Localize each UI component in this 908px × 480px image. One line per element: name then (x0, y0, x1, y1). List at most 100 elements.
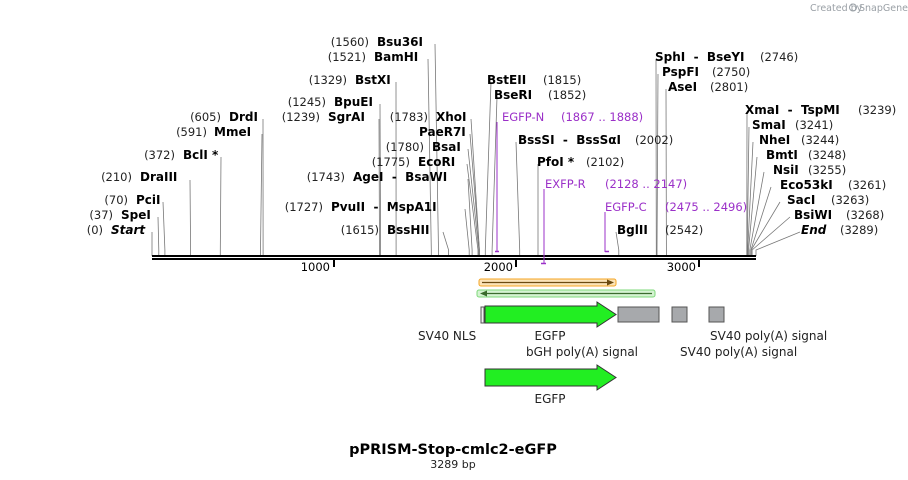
site-leader-line (656, 73, 659, 256)
site-leader-line (464, 208, 470, 256)
feature-label-egfp-2: EGFP (534, 392, 565, 406)
site-name-asei: AseI (668, 80, 697, 94)
plasmid-length: 3289 bp (430, 458, 475, 471)
primer-exfp-r-range: (2128 .. 2147) (605, 177, 687, 191)
feature-label-sv40-polya-1: SV40 poly(A) signal (710, 329, 827, 343)
site-pos-bstxi: (1329) (309, 73, 347, 87)
site-name-bsai: BsaI (432, 140, 461, 154)
feature-bgh-polya (617, 306, 660, 323)
site-pos-bcli: (372) (144, 148, 175, 162)
site-name-bamhi: BamHI (374, 50, 418, 64)
site-pos-bsssi: (2002) (635, 133, 673, 147)
primer-egfp-c-label: EGFP-C (605, 200, 647, 214)
site-name-spei: SpeI (121, 208, 151, 222)
site-name-bsssi: BssSI - BssSαI (518, 133, 621, 147)
site-name-ecori: EcoRI (418, 155, 455, 169)
site-name-end: End (801, 223, 827, 237)
site-leader-line (379, 103, 382, 256)
feature-sv40-polya-2 (708, 306, 725, 323)
site-pos-bsshii: (1615) (341, 223, 379, 237)
feature-sv40-nls (480, 306, 485, 324)
site-name-bsteii: BstEII (487, 73, 526, 87)
site-pos-bsiwi: (3268) (846, 208, 884, 222)
site-name-draiii: DraIII (140, 170, 177, 184)
site-name-xhoi: XhoI (436, 110, 467, 124)
site-pos-bmti: (3248) (808, 148, 846, 162)
site-pos-sgrai: (1239) (282, 110, 320, 124)
site-leader-line (427, 58, 432, 256)
site-pos-drdi: (605) (190, 110, 221, 124)
site-leader-line (615, 231, 620, 256)
ruler-label-3000: 3000 (667, 260, 696, 274)
site-name-bstxi: BstXI (355, 73, 391, 87)
site-leader-line (467, 148, 480, 256)
site-name-pspfi: PspFI (662, 65, 699, 79)
site-pos-bamhi: (1521) (328, 50, 366, 64)
orf-reverse-arrowhead-icon (480, 290, 487, 297)
site-leader-line (751, 216, 791, 256)
site-leader-line (746, 126, 750, 256)
site-leader-line (749, 171, 765, 256)
primers: EGFP-N (1867 .. 1888) EXFP-R (2128 .. 21… (495, 110, 747, 265)
site-leader-line (748, 156, 758, 256)
site-name-eco53ki: Eco53kI (780, 178, 833, 192)
site-leader-line (469, 133, 480, 256)
site-name-smai: SmaI (752, 118, 786, 132)
feature-label-bgh-polya: bGH poly(A) signal (526, 345, 638, 359)
site-name-nsii: NsiI (773, 163, 799, 177)
primer-egfp-c-range: (2475 .. 2496) (665, 200, 747, 214)
feature-egfp-arrow (484, 301, 617, 328)
site-name-drdi: DrdI (229, 110, 258, 124)
features: SV40 NLS EGFP bGH poly(A) signal SV40 po… (418, 301, 827, 406)
feature-egfp-arrow-2 (484, 364, 617, 391)
site-leader-line (466, 163, 479, 256)
site-leader-line (434, 43, 439, 256)
feature-sv40-polya-1 (671, 306, 688, 323)
site-name-pvuii: PvuII - MspA1I (331, 200, 437, 214)
primer-egfp-n-label: EGFP-N (502, 110, 544, 124)
site-pos-xhoi: (1783) (390, 110, 428, 124)
site-pos-agei: (1743) (307, 170, 345, 184)
feature-label-sv40-nls: SV40 NLS (418, 329, 476, 343)
primer-egfp-n-range: (1867 .. 1888) (561, 110, 643, 124)
orf-forward-arrowhead-icon (607, 279, 614, 286)
primer-exfp-r-label: EXFP-R (545, 177, 586, 191)
site-name-xmai: XmaI - TspMI (745, 103, 840, 117)
site-pos-mmei: (591) (176, 125, 207, 139)
credit-prefix: Created by (810, 3, 863, 14)
site-pos-pspfi: (2750) (712, 65, 750, 79)
feature-label-sv40-polya-2: SV40 poly(A) signal (680, 345, 797, 359)
site-name-pcii: PciI (136, 193, 161, 207)
site-pos-end: (3289) (840, 223, 878, 237)
site-pos-sphi: (2746) (760, 50, 798, 64)
site-leader-line (484, 81, 492, 256)
ruler-label-1000: 1000 (301, 260, 330, 274)
site-leader-line (491, 96, 498, 256)
site-pos-nsii: (3255) (808, 163, 846, 177)
site-pos-pcii: (70) (104, 193, 128, 207)
site-pos-pfoi: (2102) (586, 155, 624, 169)
site-name-bsu36i: Bsu36I (377, 35, 423, 49)
site-name-pfoi: PfoI * (537, 155, 575, 169)
site-pos-bsu36i: (1560) (331, 35, 369, 49)
site-pos-spei: (37) (89, 208, 113, 222)
site-name-nhei: NheI (759, 133, 790, 147)
site-pos-ecori: (1775) (372, 155, 410, 169)
site-name-bmti: BmtI (766, 148, 798, 162)
site-leader-line (260, 133, 263, 256)
ruler-label-2000: 2000 (484, 260, 513, 274)
site-name-sphi: SphI - BseYI (655, 50, 745, 64)
site-pos-eco53ki: (3261) (848, 178, 886, 192)
site-name-bpuei: BpuEI (334, 95, 373, 109)
site-leader-line (755, 231, 801, 256)
site-name-bsiwi: BsiWI (794, 208, 832, 222)
site-leader-line (442, 231, 450, 256)
credit-brand: SnapGene (859, 3, 908, 14)
orfs (476, 278, 656, 298)
backbone (152, 255, 756, 260)
site-pos-saci: (3263) (831, 193, 869, 207)
enzyme-labels: (0) Start (37) SpeI (70) PciI (210) DraI… (87, 35, 897, 237)
site-name-bsshii: BssHII (387, 223, 429, 237)
site-pos-pvuii: (1727) (285, 200, 323, 214)
